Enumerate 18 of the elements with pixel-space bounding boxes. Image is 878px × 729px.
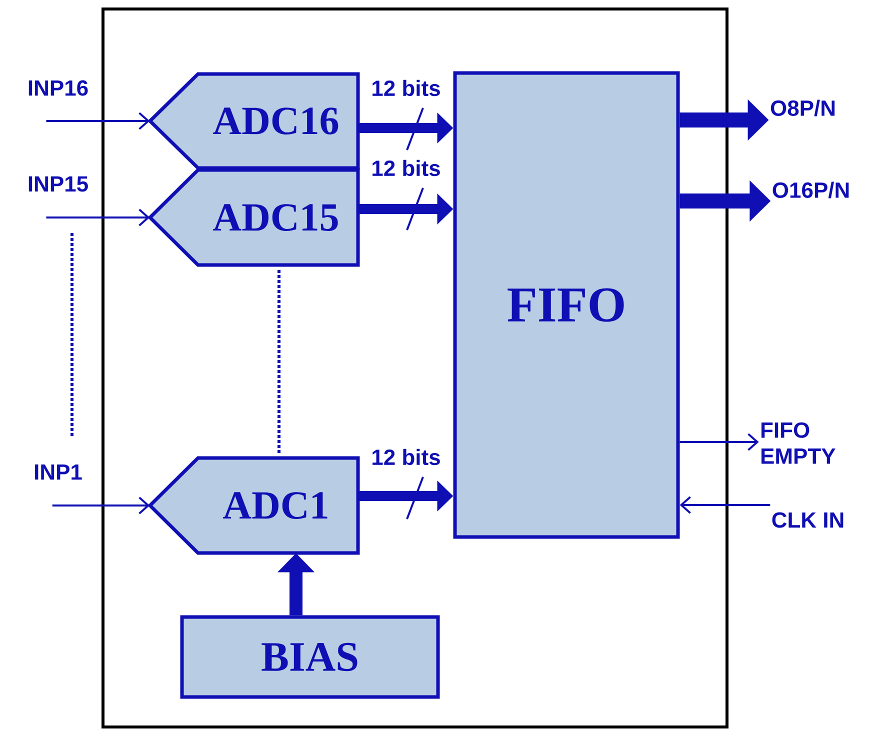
- signal-label: FIFO EMPTY: [761, 422, 836, 464]
- chip-outline: [102, 8, 728, 728]
- signal-label: O16P/N: [772, 182, 849, 198]
- arrow: [46, 208, 150, 226]
- signal-label: O8P/N: [770, 100, 835, 116]
- signal-label: INP16: [28, 80, 88, 96]
- edge-label: 12 bits: [372, 80, 440, 96]
- arrow: [680, 433, 759, 451]
- signal-label: CLK IN: [772, 512, 844, 528]
- signal-label: INP1: [35, 464, 82, 480]
- edge-label: 12 bits: [372, 160, 440, 176]
- signal-label: INP15: [28, 176, 88, 192]
- process-box: FIFO: [453, 71, 680, 539]
- edge-label: 12 bits: [372, 448, 440, 466]
- arrow: [680, 496, 770, 514]
- arrow: [52, 496, 150, 514]
- arrow: [46, 112, 150, 130]
- process-box: BIAS: [180, 615, 440, 699]
